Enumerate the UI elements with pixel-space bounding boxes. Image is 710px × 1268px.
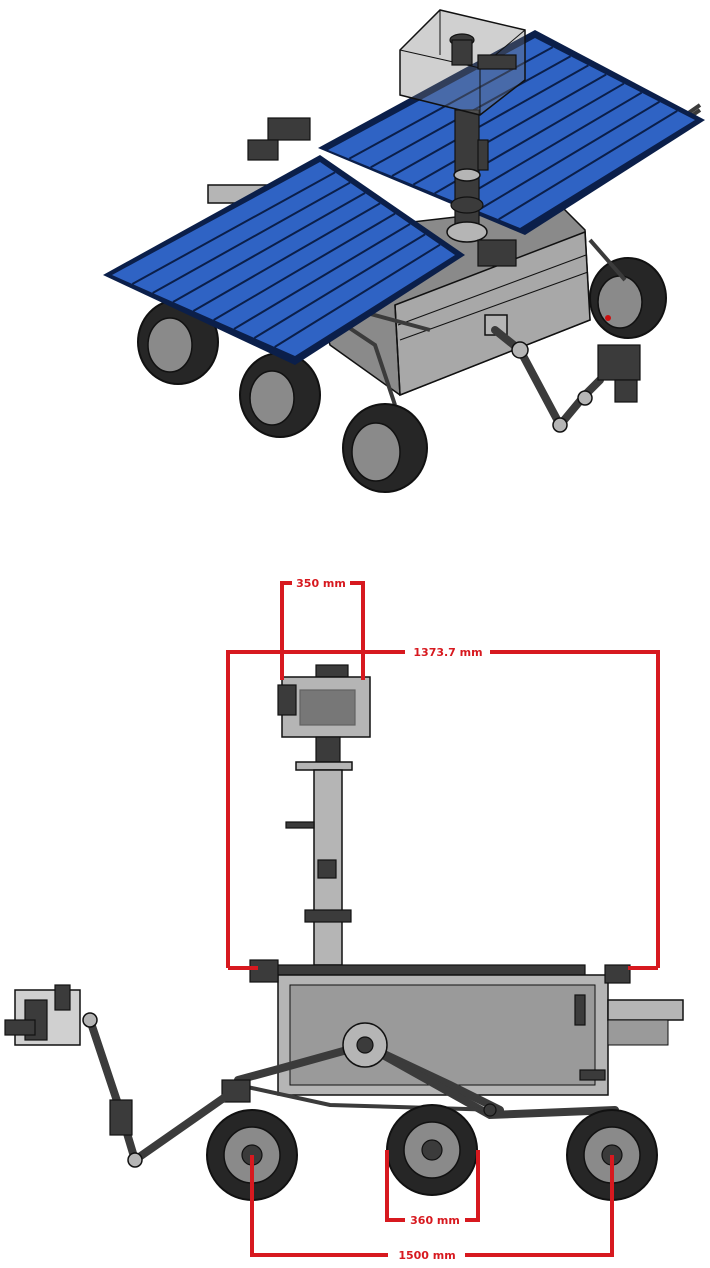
dimension-label-wheelbase: 1500 mm [398, 1249, 455, 1262]
dimension-label-camera-width: 350 mm [296, 577, 346, 590]
side-chassis [249, 959, 684, 1096]
rover-side-view [4, 664, 684, 1201]
solar-cell-divider [213, 212, 396, 321]
iso-solar-panel-left [103, 155, 465, 365]
iso-wheel-rear-right [589, 257, 667, 339]
iso-wheel-rear-left [342, 403, 428, 493]
solar-cell-divider [233, 223, 411, 330]
side-camera-head [277, 664, 371, 738]
dimension-overall-height: 1373.7 mm [226, 646, 660, 970]
side-suspension [234, 1022, 619, 1120]
solar-cell-divider [391, 64, 589, 177]
dimension-wheel-width: 360 mm [385, 1150, 480, 1227]
iso-robotic-arm [491, 315, 641, 433]
iso-mast [446, 109, 489, 243]
iso-electronics-box [477, 239, 517, 336]
solar-cell-divider [476, 100, 660, 212]
dimension-label-overall-height: 1373.7 mm [413, 646, 482, 659]
dimension-annotations: 350 mm 1373.7 mm 360 mm 1500 mm [226, 577, 660, 1262]
rover-isometric-view [103, 9, 705, 493]
solar-cell-divider [274, 243, 441, 348]
iso-wheel-middle-left [239, 352, 321, 438]
solar-cell-divider [192, 202, 381, 312]
side-wheel-middle [386, 1104, 478, 1196]
solar-cell-divider [131, 171, 336, 285]
side-robotic-arm [4, 984, 251, 1168]
solar-cell-divider [498, 110, 678, 221]
side-mast [285, 736, 353, 966]
solar-cell-divider [253, 233, 426, 339]
iso-solar-panel-right [318, 30, 705, 235]
iso-camera-housing [399, 9, 526, 116]
solar-cell-divider [152, 181, 351, 294]
dimension-wheelbase: 1500 mm [250, 1155, 614, 1262]
solar-cell-divider [172, 192, 366, 303]
solar-cell-divider [412, 73, 607, 186]
dimension-label-wheel-width: 360 mm [410, 1214, 460, 1227]
solar-cell-divider [455, 91, 643, 203]
solar-cell-divider [348, 46, 554, 160]
dimension-camera-width: 350 mm [280, 577, 365, 680]
